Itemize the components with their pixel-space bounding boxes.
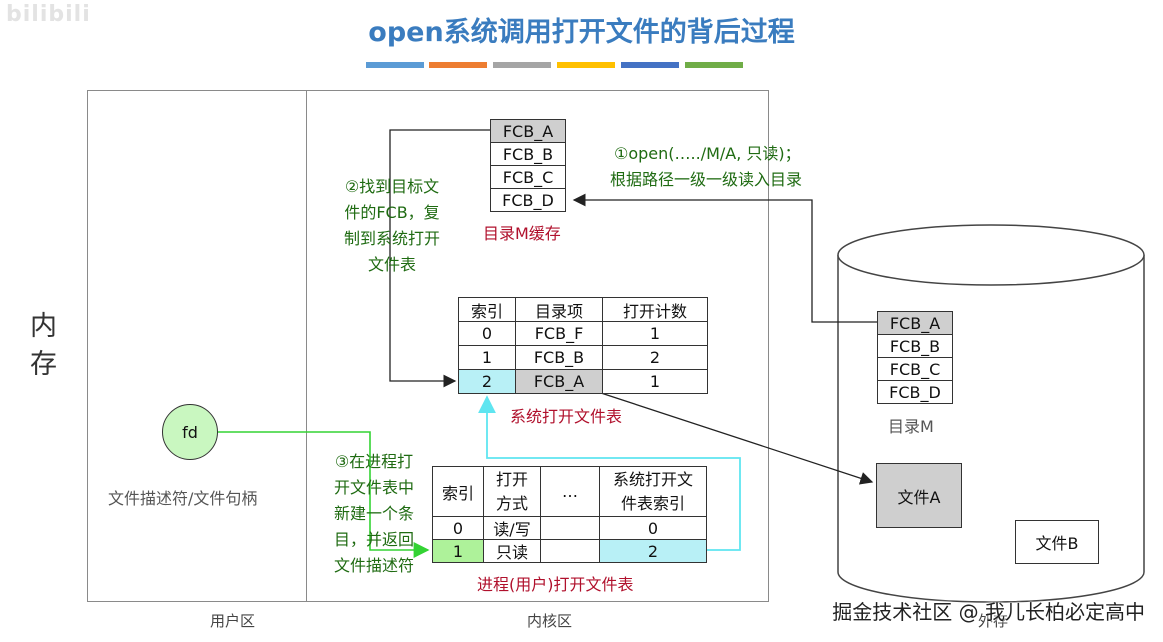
proc-header: …	[540, 466, 600, 517]
proc-cell: 0	[599, 516, 707, 540]
step3-line: ③在进程打	[334, 452, 414, 471]
file-a-box: 文件A	[876, 463, 962, 528]
disk-dir-row: FCB_C	[877, 357, 953, 381]
step1-line2: 根据路径一级一级读入目录	[610, 170, 803, 189]
step2-line: 文件表	[367, 255, 416, 274]
step2-line: 件的FCB，复	[344, 203, 440, 222]
sys-cell: FCB_B	[515, 345, 603, 370]
page-title: open系统调用打开文件的背后过程	[368, 17, 795, 48]
process-open-file-table: 索引 打开 方式 … 系统打开文 件表索引 0 读/写 0 1 只读 2	[432, 466, 707, 563]
dir-cache-row: FCB_A	[490, 119, 566, 143]
proc-header: 打开 方式	[483, 466, 541, 517]
system-open-file-table: 索引 目录项 打开计数 0 FCB_F 1 1 FCB_B 2 2 FCB_A …	[458, 297, 708, 394]
proc-cell: 只读	[483, 539, 541, 563]
watermark-bottom: 掘金技术社区 @ 我儿长柏必定高中	[832, 600, 1145, 624]
sys-cell: FCB_F	[515, 321, 603, 346]
kernel-region-label: 内核区	[527, 612, 573, 630]
sys-header: 打开计数	[602, 297, 708, 322]
proc-cell: 0	[432, 516, 484, 540]
color-bar-1	[366, 62, 424, 68]
step2-line: ②找到目标文	[344, 177, 440, 196]
disk-dir-table: FCB_A FCB_B FCB_C FCB_D	[877, 311, 953, 407]
proc-cell-highlight: 2	[599, 539, 707, 563]
external-region-label: 外存	[978, 612, 1009, 630]
fd-circle: fd	[162, 404, 218, 460]
step2-line: 制到系统打开	[343, 229, 440, 248]
memory-label: 内存	[30, 311, 57, 380]
file-b-box: 文件B	[1015, 520, 1099, 564]
color-bar-3	[493, 62, 551, 68]
sys-header: 目录项	[515, 297, 603, 322]
dir-cache-row: FCB_C	[490, 165, 566, 189]
system-table-caption: 系统打开文件表	[510, 407, 623, 426]
proc-header: 索引	[432, 466, 484, 517]
step1-line1: ①open(…../M/A, 只读)；	[614, 144, 801, 163]
color-bar-6	[685, 62, 743, 68]
color-bar-2	[429, 62, 487, 68]
step1-note: ①open(…../M/A, 只读)； 根据路径一级一级读入目录	[610, 141, 802, 193]
sys-cell: 1	[602, 369, 708, 394]
step3-line: 新建一个条	[333, 504, 414, 523]
kernel-region	[306, 90, 769, 602]
sys-cell: 1	[458, 345, 516, 370]
step3-line: 开文件表中	[333, 478, 414, 497]
color-bar-4	[557, 62, 615, 68]
step3-line: 文件描述符	[333, 556, 414, 575]
sys-cell: 2	[602, 345, 708, 370]
disk-dir-caption: 目录M	[888, 417, 934, 436]
step3-note: ③在进程打 开文件表中 新建一个条 目，并返回 文件描述符	[322, 449, 426, 579]
proc-header: 系统打开文 件表索引	[599, 466, 707, 517]
color-bar-5	[621, 62, 679, 68]
fd-caption: 文件描述符/文件句柄	[108, 489, 258, 508]
user-region-label: 用户区	[210, 612, 256, 630]
disk-dir-row: FCB_B	[877, 334, 953, 358]
dir-cache-caption: 目录M缓存	[483, 224, 561, 243]
proc-cell	[540, 539, 600, 563]
watermark-top: bilibili	[6, 2, 91, 27]
process-table-caption: 进程(用户)打开文件表	[477, 575, 634, 594]
disk-dir-row: FCB_D	[877, 380, 953, 404]
step3-line: 目，并返回	[333, 530, 414, 549]
sys-cell-highlight: 2	[458, 369, 516, 394]
dir-cache-row: FCB_B	[490, 142, 566, 166]
dir-cache-row: FCB_D	[490, 188, 566, 212]
step2-note: ②找到目标文 件的FCB，复 制到系统打开 文件表	[330, 174, 454, 278]
proc-cell-highlight: 1	[432, 539, 484, 563]
proc-cell: 读/写	[483, 516, 541, 540]
dir-cache-table: FCB_A FCB_B FCB_C FCB_D	[490, 119, 566, 215]
sys-cell-highlight: FCB_A	[515, 369, 603, 394]
sys-cell: 0	[458, 321, 516, 346]
sys-cell: 1	[602, 321, 708, 346]
disk-dir-row: FCB_A	[877, 311, 953, 335]
sys-header: 索引	[458, 297, 516, 322]
proc-cell	[540, 516, 600, 540]
